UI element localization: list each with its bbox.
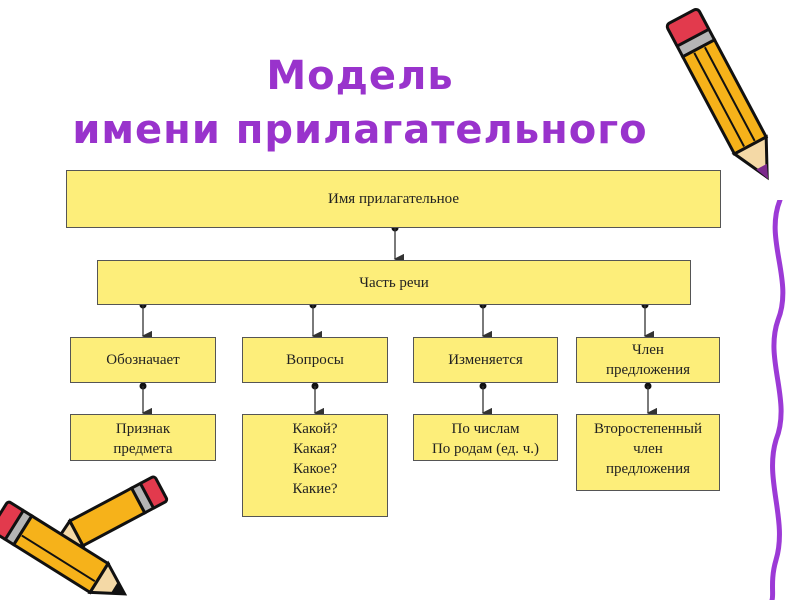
page-title-line2: имени прилагательного [72,107,648,153]
node-category-4: Член предложения [576,337,720,383]
node-detail-4: Второстепенный член предложения [576,414,720,491]
node-category-2: Вопросы [242,337,388,383]
pencil-icon [665,7,769,181]
pencil-icon [50,475,169,548]
node-level1: Часть речи [97,260,691,305]
page-title-line1: Модель [266,53,454,99]
node-detail-3: По числам По родам (ед. ч.) [413,414,558,461]
node-category-1: Обозначает [70,337,216,383]
pencil-icon [0,500,128,596]
node-root: Имя прилагательное [66,170,721,228]
wavy-line [769,200,786,600]
node-detail-1: Признак предмета [70,414,216,461]
node-category-3: Изменяется [413,337,558,383]
node-detail-2: Какой? Какая? Какое? Какие? [242,414,388,517]
